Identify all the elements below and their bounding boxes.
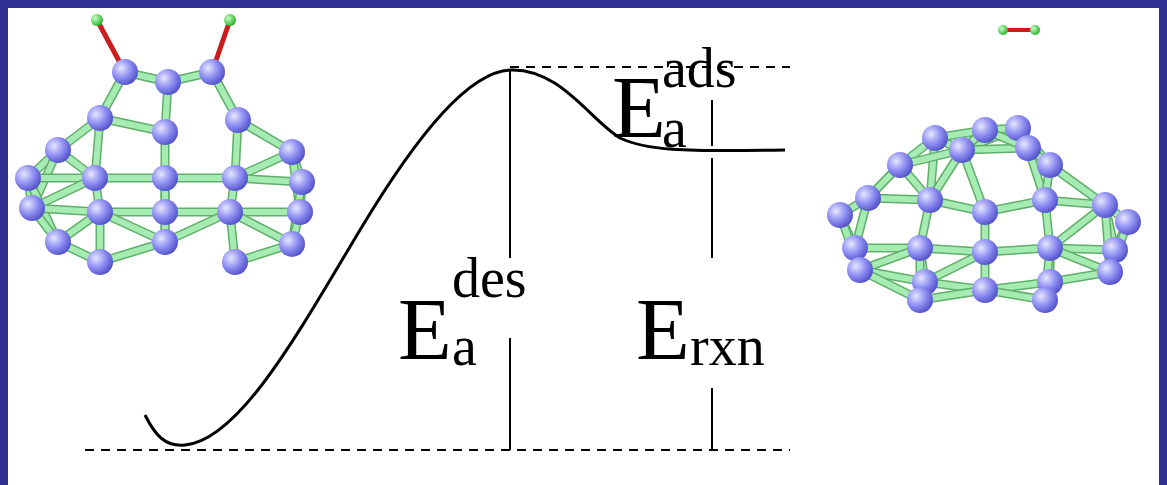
hydrogen-atom [91, 14, 103, 26]
energy-curve [145, 70, 785, 445]
silicon-atom [19, 195, 45, 221]
silicon-atom [907, 235, 933, 261]
silicon-atom [1032, 287, 1058, 313]
energy-symbol: E [398, 286, 452, 374]
silicon-atom [1032, 187, 1058, 213]
silicon-atom [1092, 192, 1118, 218]
silicon-atom [1037, 235, 1063, 261]
superscript: ads [662, 40, 737, 96]
silicon-atom [87, 249, 113, 275]
silicon-atom [855, 185, 881, 211]
silicon-atom [972, 277, 998, 303]
silicon-atom [279, 231, 305, 257]
silicon-atom [827, 202, 853, 228]
subscript: a [452, 318, 477, 374]
silicon-atom [1097, 259, 1123, 285]
silicon-atom [152, 229, 178, 255]
measure-line [509, 338, 511, 450]
silicon-atom [1115, 209, 1141, 235]
silicon-atom [289, 169, 315, 195]
hydrogen-atom [1030, 25, 1040, 35]
measure-line [711, 100, 713, 146]
energy-symbol: E [636, 286, 690, 374]
silicon-atom [279, 139, 305, 165]
silicon-atom [199, 59, 225, 85]
measure-line [711, 158, 713, 258]
superscript: des [452, 250, 527, 306]
silicon-atom [152, 165, 178, 191]
silicon-atom [972, 117, 998, 143]
silicon-atom [287, 199, 313, 225]
silicon-atom [842, 235, 868, 261]
silicon-atom [847, 257, 873, 283]
silicon-atom [917, 187, 943, 213]
silicon-atom [949, 137, 975, 163]
measure-line [509, 70, 511, 258]
silicon-atom [45, 229, 71, 255]
silicon-atom [152, 199, 178, 225]
measure-line [711, 388, 713, 450]
silicon-atom [222, 249, 248, 275]
subscript: a [662, 100, 687, 156]
silicon-atom [222, 165, 248, 191]
silicon-atom [217, 199, 243, 225]
silicon-atom [972, 239, 998, 265]
silicon-atom [1015, 135, 1041, 161]
silicon-atom [922, 125, 948, 151]
baseline-dashed [85, 449, 790, 451]
silicon-atom [152, 119, 178, 145]
silicon-cluster [15, 14, 1141, 313]
hydrogen-atom [998, 25, 1008, 35]
silicon-atom [972, 199, 998, 225]
silicon-atom [87, 105, 113, 131]
silicon-atom [112, 59, 138, 85]
silicon-atom [82, 165, 108, 191]
silicon-atom [907, 287, 933, 313]
silicon-atom [15, 165, 41, 191]
energy-symbol: E [612, 64, 666, 152]
silicon-atom [1037, 152, 1063, 178]
silicon-atom [87, 199, 113, 225]
subscript: rxn [690, 318, 765, 374]
silicon-atom [887, 152, 913, 178]
silicon-atom [155, 69, 181, 95]
silicon-atom [1102, 237, 1128, 263]
silicon-atom [45, 137, 71, 163]
silicon-atom [225, 107, 251, 133]
hydrogen-atom [224, 14, 236, 26]
